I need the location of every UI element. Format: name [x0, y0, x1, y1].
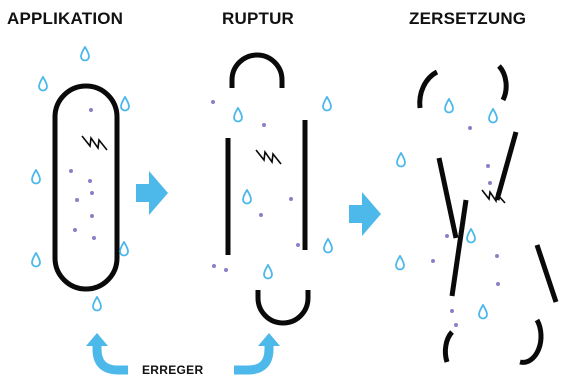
particle-dot: [88, 179, 92, 183]
water-drop-icon: [120, 96, 130, 112]
stage-label-zersetzung: ZERSETZUNG: [409, 9, 527, 28]
water-drop-icon: [31, 252, 41, 268]
water-drop-icon: [488, 108, 498, 124]
curved-arrow-icon: [258, 333, 280, 346]
water-drop-icon: [322, 96, 332, 112]
stage-label-ruptur: RUPTUR: [222, 9, 295, 28]
fragment-stick: [534, 244, 559, 303]
cycle-arrows: [86, 333, 280, 375]
stage-zersetzung: [395, 64, 559, 365]
particle-dot: [75, 198, 79, 202]
particle-dots: [431, 126, 500, 327]
particle-dot: [89, 108, 93, 112]
water-drop-icon: [323, 238, 333, 254]
water-drop-icon: [444, 98, 454, 114]
fragment-arc: [417, 69, 439, 109]
particle-dot: [454, 323, 458, 327]
fragment-stick: [494, 131, 519, 201]
water-drop-icon: [38, 76, 48, 92]
lightning-zigzag-icon: [81, 135, 108, 151]
water-drop-icon: [92, 296, 102, 312]
water-drop-icon: [466, 228, 476, 244]
water-drop-icon: [233, 107, 243, 123]
lightning-zigzag-icon: [255, 149, 282, 165]
curved-arrow-icon: [86, 333, 108, 346]
lightning-zigzag-icon: [481, 189, 506, 204]
fragment-stick: [436, 157, 459, 239]
particle-dot: [224, 268, 228, 272]
water-drop-icon: [119, 241, 129, 257]
curved-arrow-icon: [92, 343, 128, 375]
particle-dot: [92, 236, 96, 240]
particle-dot: [296, 243, 300, 247]
fragment-arc: [519, 318, 544, 365]
curved-arrow-icon: [234, 343, 274, 375]
particle-dot: [495, 254, 499, 258]
stage-applikation: [31, 46, 130, 312]
water-drop-icon: [31, 169, 41, 185]
particle-dots: [69, 108, 96, 240]
water-drops: [395, 98, 498, 320]
fragment-arc: [497, 64, 509, 102]
fragment-arc: [442, 330, 454, 363]
particle-dot: [212, 264, 216, 268]
stage-ruptur: [211, 52, 333, 326]
particle-dot: [259, 213, 263, 217]
water-drop-icon: [478, 304, 488, 320]
particle-dots: [211, 100, 300, 272]
particle-dot: [262, 123, 266, 127]
particle-dot: [468, 126, 472, 130]
particle-dot: [69, 169, 73, 173]
fragment-stick: [449, 199, 469, 297]
particle-dot: [486, 164, 490, 168]
cycle-label-erreger: ERREGER: [142, 363, 204, 377]
particle-dot: [488, 181, 492, 185]
cell-cap-top: [229, 52, 285, 88]
water-drop-icon: [263, 264, 273, 280]
cell-cap-bottom: [255, 290, 311, 326]
particle-dot: [73, 228, 77, 232]
water-drop-icon: [80, 46, 90, 62]
intact-cell-outline: [52, 83, 120, 292]
particle-dot: [496, 282, 500, 286]
water-drop-icon: [242, 189, 252, 205]
stage-label-applikation: APPLIKATION: [7, 9, 124, 28]
particle-dot: [90, 214, 94, 218]
particle-dot: [289, 197, 293, 201]
water-drop-icon: [395, 255, 405, 271]
water-drops: [233, 96, 333, 280]
particle-dot: [431, 259, 435, 263]
particle-dot: [450, 309, 454, 313]
arrow-right-icon: [349, 192, 381, 236]
arrow-right-icon: [136, 171, 168, 215]
particle-dot: [211, 100, 215, 104]
water-drop-icon: [396, 152, 406, 168]
particle-dot: [90, 191, 94, 195]
particle-dot: [445, 234, 449, 238]
